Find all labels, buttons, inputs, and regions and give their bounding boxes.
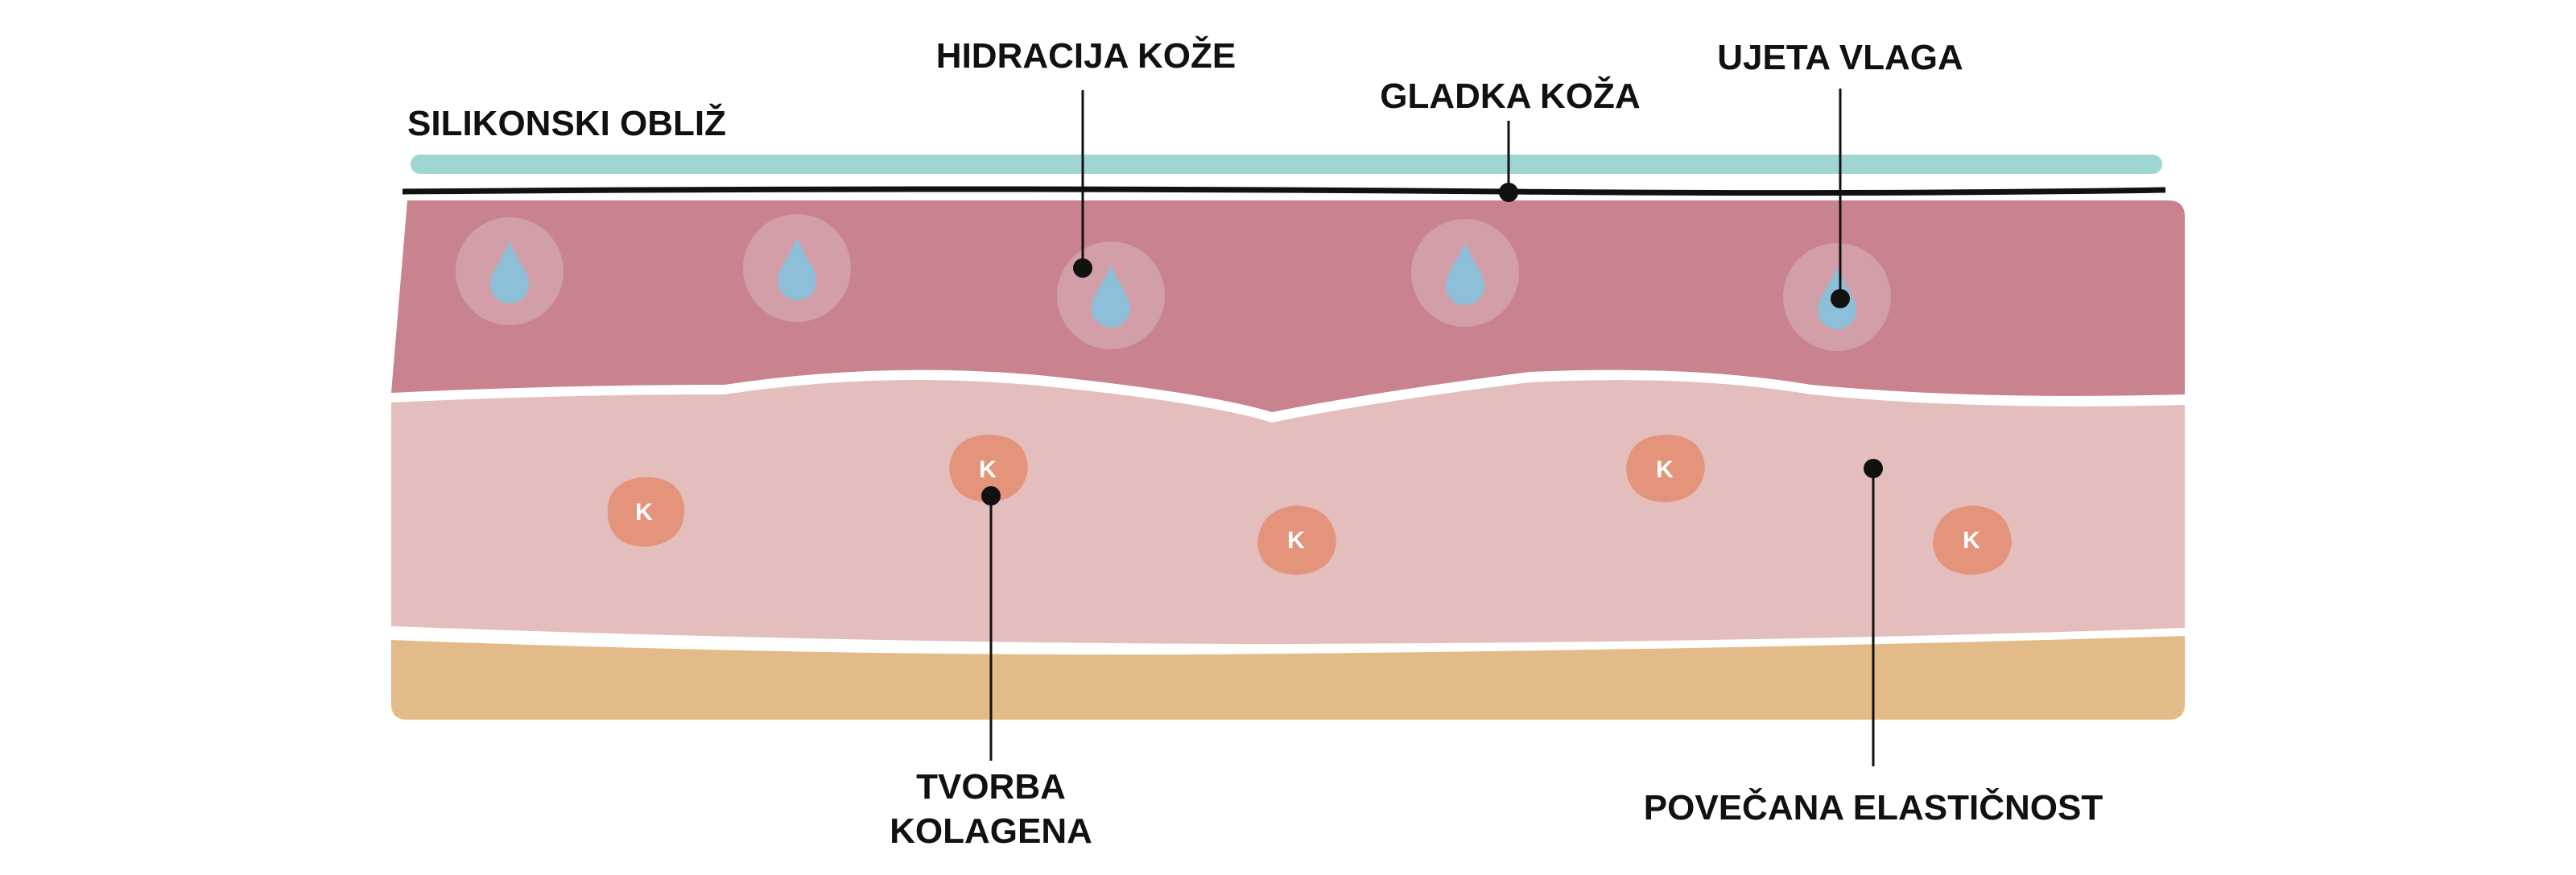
collagen-cell: K [1257, 506, 1336, 575]
collagen-cell: K [607, 477, 685, 547]
label-collagen-line1: TVORBA [916, 767, 1066, 807]
svg-text:K: K [635, 499, 653, 526]
skin-surface-line [402, 186, 2166, 196]
marker-dot-elasticity [1864, 459, 1883, 478]
svg-text:K: K [979, 456, 997, 483]
water-drop [1057, 241, 1165, 349]
marker-dot-hydration [1073, 258, 1092, 278]
water-drop [743, 214, 851, 322]
water-drop [1411, 219, 1519, 327]
silicone-patch [411, 155, 2162, 174]
label-elasticity: POVEČANA ELASTIČNOST [1644, 786, 2103, 828]
label-moisture: UJETA VLAGA [1717, 38, 1963, 77]
marker-dot-moisture [1831, 289, 1850, 308]
marker-dot-collagen [981, 486, 1001, 506]
label-collagen-line2: KOLAGENA [890, 811, 1092, 851]
fat-layer [391, 636, 2185, 720]
svg-text:K: K [1287, 527, 1305, 554]
water-drop [456, 217, 564, 325]
label-patch: SILIKONSKI OBLIŽ [407, 103, 726, 143]
marker-dot-smooth [1499, 183, 1518, 202]
label-hydration: HIDRACIJA KOŽE [936, 35, 1236, 76]
collagen-cell: K [949, 435, 1028, 502]
collagen-cell: K [1933, 506, 2012, 575]
collagen-cell: K [1626, 435, 1705, 502]
svg-text:K: K [1656, 456, 1674, 483]
label-smooth: GLADKA KOŽA [1380, 76, 1640, 116]
epidermis-layer [391, 200, 2185, 412]
svg-text:K: K [1963, 527, 1980, 554]
